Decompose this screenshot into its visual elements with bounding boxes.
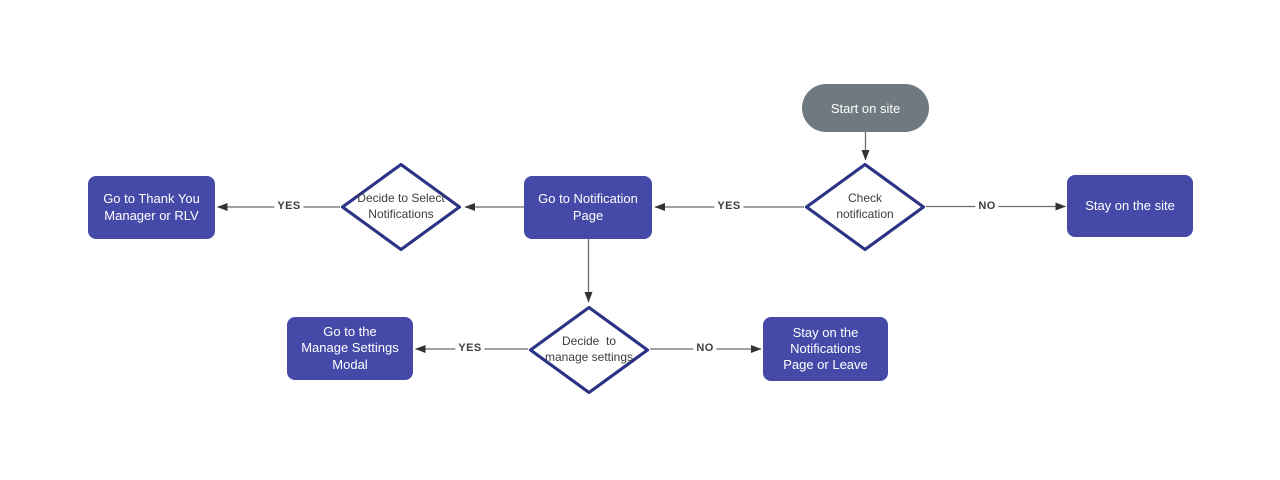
diamond-icon <box>528 305 650 395</box>
node-decide-select-notifications-label: Decide to Select Notifications <box>357 191 445 221</box>
node-go-to-thank-you: Go to Thank You Manager or RLV <box>88 176 215 239</box>
node-go-to-notification-page: Go to Notification Page <box>524 176 652 239</box>
diamond-icon <box>804 162 926 252</box>
node-stay-on-site: Stay on the site <box>1067 175 1193 237</box>
node-manage-settings-modal: Go to the Manage Settings Modal <box>287 317 413 380</box>
node-manage-settings-modal-label: Go to the Manage Settings Modal <box>301 324 399 372</box>
node-stay-on-site-label: Stay on the site <box>1085 197 1175 213</box>
node-start: Start on site <box>802 84 929 132</box>
edge-label-manage-yes: YES <box>455 341 485 355</box>
node-decide-manage-settings: Decide to manage settings <box>528 305 650 395</box>
edge-label-select-yes: YES <box>274 199 304 213</box>
edge-label-check-no: NO <box>975 199 999 212</box>
node-decide-manage-settings-label: Decide to manage settings <box>544 334 634 364</box>
edge-label-check-yes: YES <box>714 199 744 213</box>
node-go-to-thank-you-label: Go to Thank You Manager or RLV <box>103 191 200 223</box>
node-check-notification-label: Check notification <box>836 191 894 221</box>
node-start-label: Start on site <box>830 100 901 116</box>
node-check-notification: Check notification <box>804 162 926 252</box>
node-go-to-notification-page-label: Go to Notification Page <box>538 191 638 223</box>
node-stay-on-notifications: Stay on the Notifications Page or Leave <box>763 317 888 381</box>
node-stay-on-notifications-label: Stay on the Notifications Page or Leave <box>783 324 868 373</box>
edge-label-manage-no: NO <box>693 341 717 355</box>
diamond-icon <box>340 162 462 252</box>
node-decide-select-notifications: Decide to Select Notifications <box>340 162 462 252</box>
